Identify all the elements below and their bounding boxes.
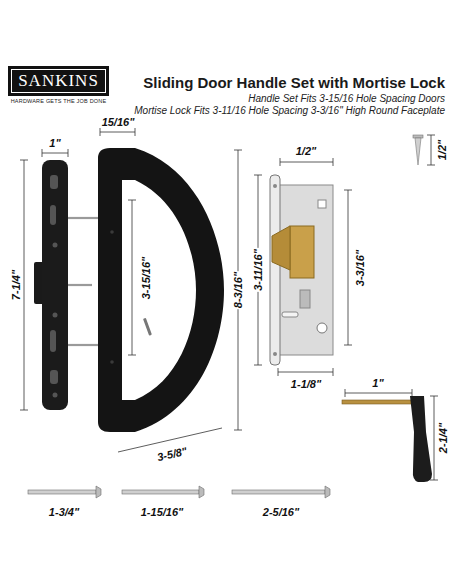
dimension: 3-15/16" <box>140 256 152 301</box>
dimension: 1-15/16" <box>140 506 185 518</box>
dimension: 1-3/4" <box>48 506 80 518</box>
mounting-screws <box>28 486 330 498</box>
subtitle: Handle Set Fits 3-15/16 Hole Spacing Doo… <box>248 93 445 104</box>
faceplate-screw <box>413 135 423 165</box>
dimension: 8-3/16" <box>232 271 244 309</box>
brand-logo: SANKINS <box>8 66 109 96</box>
dimension: 7-1/4" <box>10 269 22 301</box>
logo-box: SANKINS HARDWARE GETS THE JOB DONE <box>8 66 109 104</box>
handle-details <box>110 230 152 364</box>
subtitle: Mortise Lock Fits 3-11/16 Hole Spacing 3… <box>134 105 445 116</box>
dimension: 15/16" <box>101 116 136 128</box>
dimension: 3-5/8" <box>155 445 189 464</box>
dimension: 2-1/4" <box>437 422 449 454</box>
brand-tagline: HARDWARE GETS THE JOB DONE <box>8 98 109 104</box>
dimension: 3-11/16" <box>252 248 264 292</box>
mortise-lock <box>270 175 333 365</box>
dimension: 1" <box>48 137 61 149</box>
dimension-lines <box>20 128 438 480</box>
dimension: 1/2" <box>436 139 448 162</box>
key-lever <box>342 396 432 482</box>
handle-faceplate <box>34 160 98 410</box>
dimension: 2-5/16" <box>262 506 300 518</box>
dimension: 1-1/8" <box>290 378 322 390</box>
d-handle <box>98 148 224 432</box>
title: Sliding Door Handle Set with Mortise Loc… <box>143 74 445 91</box>
dimension: 3-3/16" <box>354 249 366 287</box>
dimension: 1" <box>371 377 384 389</box>
dimension: 1/2" <box>295 145 318 157</box>
